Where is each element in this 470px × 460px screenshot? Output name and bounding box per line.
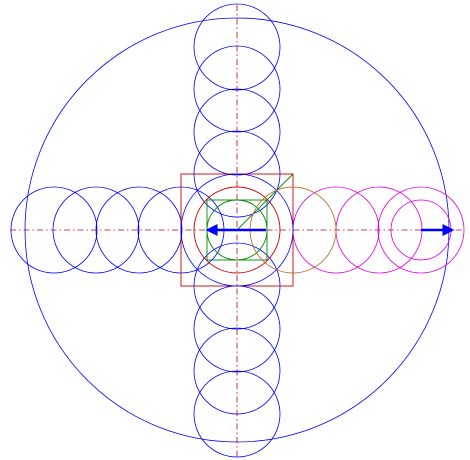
vertical-circle-above-2 — [193, 45, 281, 133]
left-circle-1 — [10, 186, 98, 274]
vertical-circle-above-3 — [193, 88, 281, 176]
center-red-circle — [193, 186, 281, 274]
left-circle-3 — [95, 186, 183, 274]
vertical-circle-column — [193, 3, 281, 458]
vertical-circle-below-4 — [193, 370, 281, 458]
center-blue-circle — [180, 173, 294, 287]
vertical-circle-above-1 — [193, 3, 281, 91]
left-circle-2 — [52, 186, 140, 274]
center-diagonal-line — [236, 173, 294, 231]
right-circle-3 — [377, 186, 465, 274]
vertical-circle-below-3 — [193, 327, 281, 415]
